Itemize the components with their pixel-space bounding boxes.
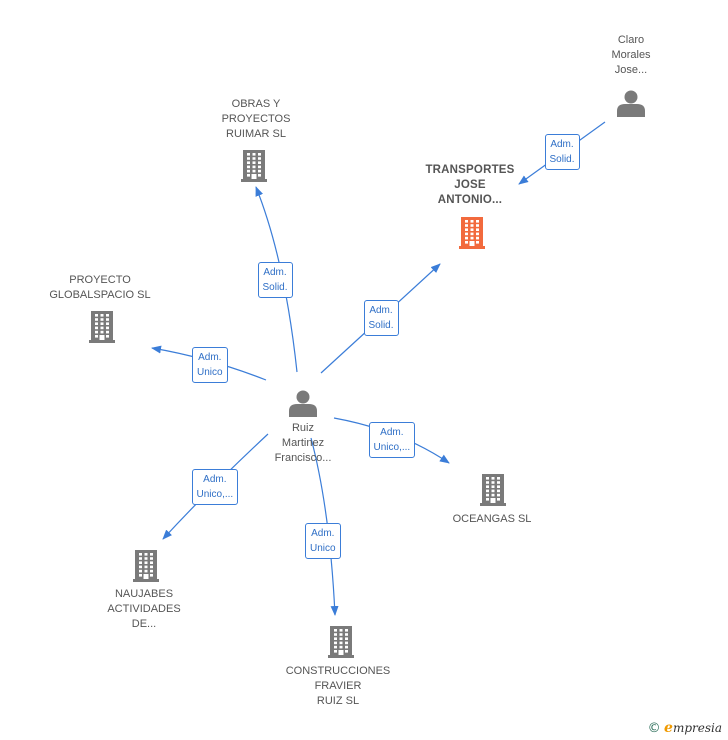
node-label-construcciones[interactable]: CONSTRUCCIONES FRAVIER RUIZ SL <box>285 664 391 707</box>
node-label-oceangas[interactable]: OCEANGAS SL <box>452 512 532 525</box>
node-label-claro[interactable]: Claro Morales Jose... <box>611 33 651 76</box>
copyright-icon: © <box>647 721 661 736</box>
edge-label-claro-to-transportes[interactable]: Adm. Solid. <box>544 134 580 170</box>
brand-name: mpresia <box>672 721 722 735</box>
edge-label-ruiz-to-naujabes[interactable]: Adm. Unico,... <box>191 469 239 505</box>
building-icon-construcciones[interactable] <box>328 626 354 658</box>
building-icon-transportes[interactable] <box>459 217 485 249</box>
edge-label-ruiz-to-proyecto[interactable]: Adm. Unico <box>192 347 228 383</box>
node-label-obras[interactable]: OBRAS Y PROYECTOS RUIMAR SL <box>221 97 291 140</box>
person-icon-claro[interactable] <box>617 90 645 118</box>
building-icon-obras[interactable] <box>241 150 267 182</box>
edge-label-ruiz-to-construcciones[interactable]: Adm. Unico <box>305 523 341 559</box>
building-icon-naujabes[interactable] <box>133 550 159 582</box>
edge-label-ruiz-to-obras[interactable]: Adm. Solid. <box>257 262 293 298</box>
building-icon-proyecto[interactable] <box>89 311 115 343</box>
edge-label-ruiz-to-transportes[interactable]: Adm. Solid. <box>363 300 399 336</box>
building-icon-oceangas[interactable] <box>480 474 506 506</box>
edge-label-ruiz-to-oceangas[interactable]: Adm. Unico,... <box>368 422 416 458</box>
person-icon-ruiz[interactable] <box>289 390 317 418</box>
node-label-naujabes[interactable]: NAUJABES ACTIVIDADES DE... <box>107 587 181 630</box>
brand-logo-initial: e <box>664 720 673 736</box>
node-label-transportes[interactable]: TRANSPORTES JOSE ANTONIO... <box>425 163 515 206</box>
footer-brand: © empresia <box>648 720 722 736</box>
node-label-proyecto[interactable]: PROYECTO GLOBALSPACIO SL <box>49 274 151 301</box>
node-label-ruiz[interactable]: Ruiz Martinez Francisco... <box>274 421 332 464</box>
edge-ruiz-to-construcciones <box>310 437 339 616</box>
